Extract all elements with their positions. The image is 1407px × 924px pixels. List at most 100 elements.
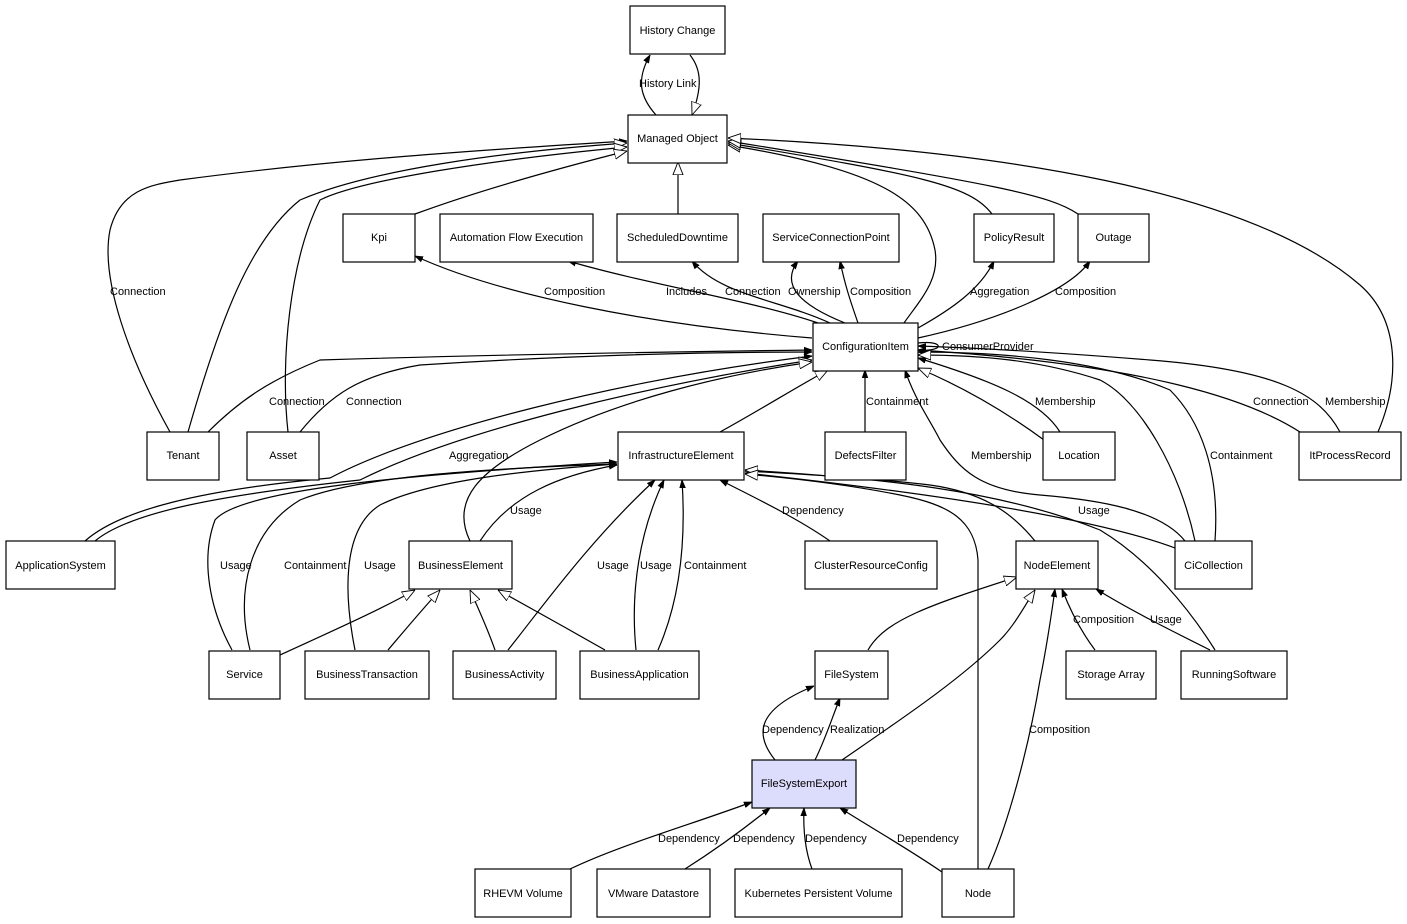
edge-label: Membership — [971, 450, 1032, 462]
edge-bapp-inherit-be — [498, 590, 606, 651]
svg-text:InfrastructureElement: InfrastructureElement — [628, 450, 733, 462]
svg-text:CiCollection: CiCollection — [1184, 560, 1243, 572]
node-storage-array[interactable]: Storage Array — [1065, 650, 1157, 700]
node-kpi[interactable]: Kpi — [342, 213, 416, 263]
node-business-application[interactable]: BusinessApplication — [579, 650, 700, 700]
edge-tenant-connection-ci: Connection — [207, 350, 812, 433]
edge-bapp-usage: Usage — [633, 480, 672, 651]
edge-defects-containment: Containment — [865, 370, 928, 432]
edge-label: History Link — [639, 78, 697, 90]
edge-label: Composition — [544, 286, 605, 298]
node-node[interactable]: Node — [941, 868, 1015, 918]
node-file-system-export[interactable]: FileSystemExport — [751, 759, 857, 809]
svg-text:BusinessActivity: BusinessActivity — [465, 669, 545, 681]
svg-text:Kubernetes Persistent Volume: Kubernetes Persistent Volume — [745, 888, 893, 900]
edge-appsys-inherit-ci — [94, 360, 812, 542]
edge-label: Aggregation — [970, 286, 1029, 298]
edge-itpr-inherit-mo — [728, 138, 1394, 433]
node-asset[interactable]: Asset — [246, 431, 320, 481]
node-automation-flow-execution[interactable]: Automation Flow Execution — [439, 213, 594, 263]
node-defects-filter[interactable]: DefectsFilter — [824, 431, 907, 481]
edge-service-containment: Containment — [243, 464, 617, 651]
node-service[interactable]: Service — [208, 650, 281, 700]
node-managed-object[interactable]: Managed Object — [627, 114, 728, 164]
node-configuration-item[interactable]: ConfigurationItem — [812, 322, 919, 372]
node-business-activity[interactable]: BusinessActivity — [452, 650, 557, 700]
edge-pr-inherit-mo — [728, 143, 993, 215]
edge-itpr-connection: Connection — [918, 350, 1309, 433]
node-business-element[interactable]: BusinessElement — [408, 540, 513, 590]
edge-ba-inherit-be — [469, 590, 496, 651]
edge-label: Realization — [830, 724, 884, 736]
node-tenant[interactable]: Tenant — [146, 431, 220, 481]
edge-label-appsys-aggregation: Aggregation — [449, 450, 508, 462]
node-history-change[interactable]: History Change — [629, 5, 726, 55]
edge-label: Ownership — [788, 286, 841, 298]
edge-label: Containment — [284, 560, 346, 572]
edge-fse-realization-fs: Realization — [814, 698, 884, 761]
svg-text:Asset: Asset — [269, 450, 297, 462]
node-service-connection-point[interactable]: ServiceConnectionPoint — [762, 213, 900, 263]
svg-text:Storage Array: Storage Array — [1077, 669, 1145, 681]
edge-cic-usage: Usage — [745, 473, 1176, 549]
svg-text:Automation Flow Execution: Automation Flow Execution — [450, 232, 583, 244]
node-kubernetes-persistent-volume[interactable]: Kubernetes Persistent Volume — [734, 868, 903, 918]
edge-tenant-connection-mo: Connection — [107, 141, 627, 433]
svg-text:Service: Service — [226, 669, 263, 681]
node-node-element[interactable]: NodeElement — [1015, 540, 1099, 590]
node-cluster-resource-config[interactable]: ClusterResourceConfig — [804, 540, 938, 590]
node-scheduled-downtime[interactable]: ScheduledDowntime — [616, 213, 739, 263]
edge-service-usage: Usage — [207, 462, 617, 651]
edge-bt-usage: Usage — [347, 464, 617, 651]
node-outage[interactable]: Outage — [1077, 213, 1150, 263]
svg-text:Node: Node — [965, 888, 991, 900]
edge-label: Includes — [666, 286, 707, 298]
edge-fse-dependency-fs: Dependency — [762, 685, 824, 761]
edge-ci-ownership-scp: Ownership — [788, 261, 846, 324]
edge-label: Membership — [1035, 396, 1096, 408]
node-ci-collection[interactable]: CiCollection — [1174, 540, 1253, 590]
edge-appsys-aggregation-ci — [84, 356, 812, 542]
edge-bt-inherit-be — [387, 590, 440, 651]
svg-text:RunningSoftware: RunningSoftware — [1192, 669, 1276, 681]
edge-label: Composition — [1073, 614, 1134, 626]
edge-rhevm-dependency: Dependency — [569, 801, 752, 870]
node-business-transaction[interactable]: BusinessTransaction — [304, 650, 430, 700]
edge-ci-aggregation-pr: Aggregation — [917, 261, 1029, 329]
node-running-software[interactable]: RunningSoftware — [1180, 650, 1288, 700]
svg-text:ItProcessRecord: ItProcessRecord — [1309, 450, 1390, 462]
edge-cic-membership: Membership — [904, 370, 1186, 542]
edge-kpi-inherit-mo — [414, 151, 627, 215]
node-application-system[interactable]: ApplicationSystem — [5, 540, 116, 590]
edge-fs-inherit-ne — [867, 577, 1017, 651]
svg-text:PolicyResult: PolicyResult — [984, 232, 1045, 244]
edge-ci-composition-outage: Composition — [917, 261, 1116, 339]
edge-label: Usage — [640, 560, 672, 572]
svg-text:Tenant: Tenant — [166, 450, 199, 462]
node-policy-result[interactable]: PolicyResult — [973, 213, 1055, 263]
svg-text:BusinessApplication: BusinessApplication — [590, 669, 688, 681]
svg-text:NodeElement: NodeElement — [1024, 560, 1091, 572]
edge-node-dependency: Dependency — [840, 808, 959, 873]
edge-label: Usage — [364, 560, 396, 572]
svg-text:BusinessElement: BusinessElement — [418, 560, 503, 572]
edge-label: Containment — [1210, 450, 1272, 462]
edge-asset-inherit-mo — [284, 147, 627, 433]
edge-label: Membership — [1325, 396, 1386, 408]
node-it-process-record[interactable]: ItProcessRecord — [1298, 431, 1402, 481]
node-rhevm-volume[interactable]: RHEVM Volume — [474, 868, 572, 918]
edge-ci-includes-afe: Includes — [568, 261, 819, 324]
edge-label: Dependency — [733, 833, 795, 845]
edge-label: Connection — [1253, 396, 1309, 408]
node-infrastructure-element[interactable]: InfrastructureElement — [617, 431, 745, 481]
node-location[interactable]: Location — [1042, 431, 1116, 481]
edge-ie-inherit-ci — [719, 370, 828, 433]
edge-label: Usage — [1078, 505, 1110, 517]
edge-node-composition-ne: Composition — [987, 589, 1090, 870]
node-file-system[interactable]: FileSystem — [814, 650, 889, 700]
edge-location-membership: Membership — [918, 358, 1096, 433]
svg-text:VMware Datastore: VMware Datastore — [608, 888, 699, 900]
edge-ci-composition-scp: Composition — [840, 261, 911, 324]
node-vmware-datastore[interactable]: VMware Datastore — [596, 868, 711, 918]
